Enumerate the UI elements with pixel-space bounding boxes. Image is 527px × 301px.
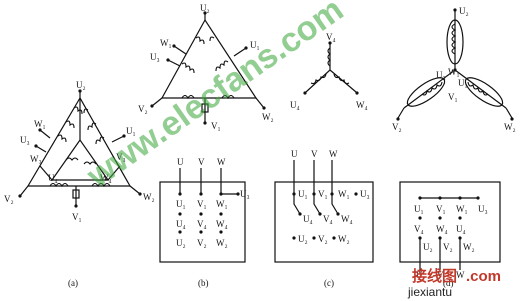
b-box-v4: V₄	[197, 219, 207, 229]
c-box-u3: U₃	[360, 189, 370, 199]
caption-c: (c)	[324, 278, 334, 288]
watermark-site-pinyin: jiexiantu	[407, 285, 452, 299]
a-label-w2: W₂	[143, 192, 155, 202]
a-label-v3: V₃	[116, 152, 126, 162]
caption-b: (b)	[198, 278, 209, 288]
d-box-w4: W₄	[436, 224, 448, 234]
terminal-box-b: U V W U₁ V₁ W₁ U₃ U₄ V₄ W₄ U₂ V₂ W₂	[159, 157, 250, 263]
d-box-u4: U₄	[456, 224, 466, 234]
d-box-v4: V₄	[414, 224, 424, 234]
b-box-w1: W₁	[216, 199, 228, 209]
c-box-v4: V₄	[323, 214, 333, 224]
diagram-a: U₂ W₁ U₃ U₁ W₃ V₃ U₄ W₄ V₂ W₂ V₁	[4, 80, 155, 222]
d-label-w1: W₁	[448, 67, 460, 77]
c-box-w: W	[329, 149, 338, 159]
a-label-u2: U₂	[76, 80, 86, 90]
c-box-v: V	[311, 149, 318, 159]
d-label-v1: V₁	[448, 92, 458, 102]
c-box-w1: W₁	[338, 189, 350, 199]
b-box-w2: W₂	[216, 238, 228, 248]
d-label-u3: U₃	[436, 70, 446, 80]
diagram-c-top: V₄ U₄ W₄	[290, 32, 368, 110]
d-label-u2: U₂	[459, 6, 469, 16]
watermark-site-cn: 接线图	[412, 267, 457, 285]
d-box-u1: U₁	[414, 204, 424, 214]
d-box-w: W	[456, 270, 465, 280]
b-label-u2: U₂	[200, 3, 210, 13]
b-box-u: U	[177, 157, 184, 167]
b-label-v1: V₁	[211, 121, 221, 131]
c-box-u: U	[291, 149, 298, 159]
c-box-w4: W₄	[341, 214, 353, 224]
c-label-v4: V₄	[326, 32, 336, 42]
d-box-v1: V₁	[436, 204, 446, 214]
a-label-u1: U₁	[126, 126, 136, 136]
d-box-u3: U₃	[478, 204, 488, 214]
a-label-w1: W₁	[34, 119, 46, 129]
terminal-box-c: U V W U₁ V₁ W₁ U₃ U₄ V₄ W₄ U₂ V₂ W₂	[274, 149, 374, 263]
d-box-w2: W₂	[463, 242, 475, 252]
caption-a: (a)	[68, 278, 78, 288]
a-label-u4: U₄	[48, 173, 58, 183]
c-box-v1: V₁	[318, 189, 328, 199]
watermark-elecfans: www.elecfans.com	[79, 0, 350, 196]
caption-d: (d)	[443, 278, 454, 288]
terminal-box-d: U₁ V₁ W₁ U₃ V₄ W₄ U₄ U₂ V₂ W₂ U V W	[399, 181, 501, 280]
d-label-w2: W₂	[504, 122, 516, 132]
a-label-v1: V₁	[72, 212, 82, 222]
a-label-v2: V₂	[4, 194, 14, 204]
d-label-v2: V₂	[392, 122, 402, 132]
b-label-u1: U₁	[250, 40, 260, 50]
b-box-u3: U₃	[240, 189, 250, 199]
c-box-v2: V₂	[318, 234, 328, 244]
c-box-u2: U₂	[298, 234, 308, 244]
d-box-w1: W₁	[456, 204, 468, 214]
b-box-u2: U₂	[176, 238, 186, 248]
d-box-v: V	[437, 270, 444, 280]
a-label-u3: U₃	[20, 135, 30, 145]
d-box-u: U	[416, 270, 423, 280]
c-box-w2: W₂	[338, 234, 350, 244]
b-box-v: V	[198, 157, 205, 167]
c-label-w4: W₄	[356, 100, 368, 110]
b-box-v1: V₁	[197, 199, 207, 209]
diagram-d-top: U₂ U₃ W₁ U₁ V₁ V₂ W₂	[392, 6, 516, 132]
diagram-b-top: U₂ W₁ U₃ U₁ V₂ W₂ V₁	[138, 3, 274, 131]
a-label-w4: W₄	[100, 173, 112, 183]
b-label-w1: W₁	[160, 38, 172, 48]
b-label-u3: U₃	[150, 52, 160, 62]
c-box-u4: U₄	[303, 214, 313, 224]
d-box-v2: V₂	[443, 242, 453, 252]
b-label-v2: V₂	[138, 104, 148, 114]
b-box-u4: U₄	[176, 219, 186, 229]
c-label-u4: U₄	[290, 100, 300, 110]
b-box-w4: W₄	[216, 219, 228, 229]
b-box-w: W	[217, 157, 226, 167]
d-box-u2: U₂	[423, 242, 433, 252]
a-label-w3: W₃	[30, 154, 42, 164]
c-box-u1: U₁	[298, 189, 308, 199]
b-box-v2: V₂	[197, 238, 207, 248]
b-box-u1: U₁	[176, 199, 186, 209]
b-label-w2: W₂	[262, 112, 274, 122]
watermark-site-domain: .com	[466, 268, 501, 285]
d-label-u1: U₁	[458, 78, 468, 88]
